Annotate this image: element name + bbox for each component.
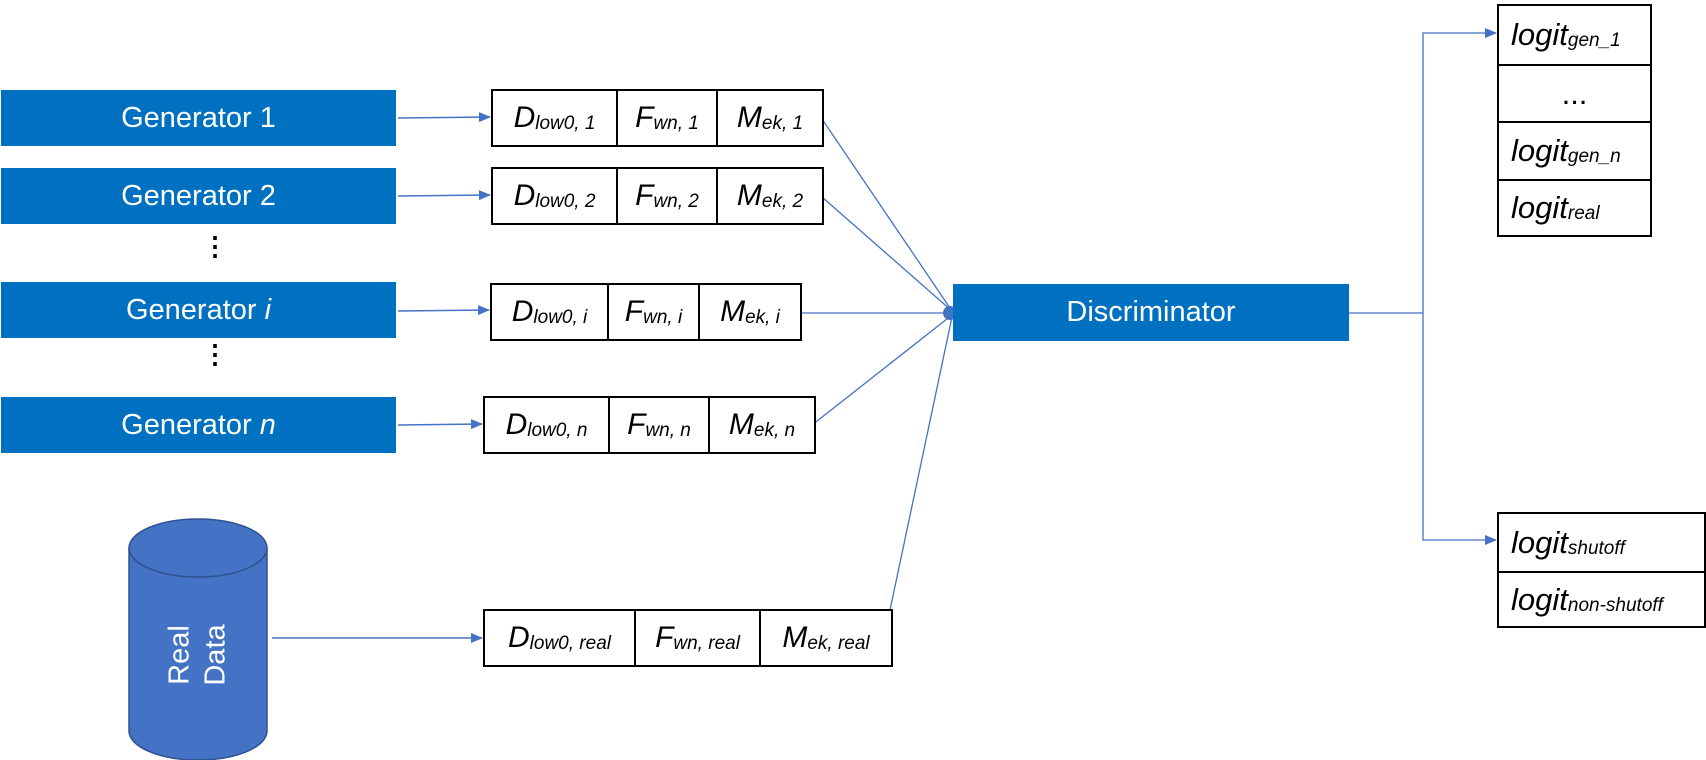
generator-2-box: Generator 2 bbox=[1, 168, 396, 224]
arrow-genn-features bbox=[397, 419, 483, 430]
ellipsis-vertical-1: ⋮ bbox=[202, 231, 228, 261]
generator-2-index: 2 bbox=[259, 179, 276, 212]
arrow-to-logits-bottom bbox=[1422, 313, 1497, 545]
logit-ellipsis: ... bbox=[1499, 64, 1650, 121]
arrow-gen1-features bbox=[397, 112, 491, 123]
generator-1-index: 1 bbox=[259, 101, 276, 134]
arrow-to-logits-top bbox=[1422, 28, 1497, 313]
line-row2-disc bbox=[821, 196, 953, 312]
real-data-line1: Real bbox=[163, 625, 196, 685]
database-cylinder-icon bbox=[128, 518, 268, 760]
line-rowreal-disc bbox=[889, 316, 953, 611]
generator-i-label: Generator bbox=[125, 293, 257, 326]
generator-1-box: Generator 1 bbox=[1, 90, 396, 146]
arrow-geni-features bbox=[397, 305, 490, 316]
line-rown-disc bbox=[811, 314, 953, 426]
discriminator-box: Discriminator bbox=[953, 284, 1349, 341]
generator-n-label: Generator bbox=[121, 408, 252, 441]
line-row1-disc bbox=[821, 118, 953, 312]
arrow-gen2-features bbox=[397, 190, 491, 201]
generator-1-label: Generator bbox=[121, 101, 252, 134]
real-data-line2: Data bbox=[199, 624, 232, 686]
generator-i-index: i bbox=[264, 293, 272, 326]
ellipsis-vertical-2: ⋮ bbox=[202, 339, 228, 369]
generator-n-index: n bbox=[259, 408, 276, 441]
generator-2-label: Generator bbox=[121, 179, 252, 212]
